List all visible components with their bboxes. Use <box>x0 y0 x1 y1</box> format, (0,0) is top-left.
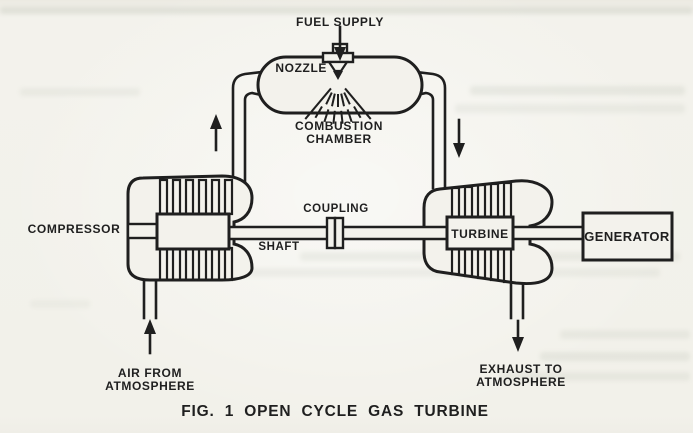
hot-gas-down-arrow <box>453 118 465 158</box>
air-intake-label-line2: ATMOSPHERE <box>105 379 195 393</box>
air-intake-pipe <box>142 279 158 320</box>
chamber-to-turbine-pipe <box>414 70 447 190</box>
combustion-chamber-label-line1: COMBUSTION <box>295 119 383 133</box>
exhaust-label-line2: ATMOSPHERE <box>476 375 566 389</box>
figure-caption: FIG. 1 OPEN CYCLE GAS TURBINE <box>181 403 488 420</box>
exhaust-down-arrow <box>512 319 524 352</box>
fuel-spray <box>304 87 372 124</box>
coupling <box>325 216 345 250</box>
generator-box <box>581 211 674 262</box>
compressor-to-chamber-pipe <box>231 70 264 189</box>
compressor-shaft-stub <box>126 222 159 240</box>
fuel-supply-arrow <box>334 25 346 61</box>
combustion-chamber-label-line2: CHAMBER <box>306 132 372 146</box>
shaft <box>227 225 585 241</box>
turbine-rotor <box>445 215 515 251</box>
air-intake-up-arrow <box>144 319 156 355</box>
shaft-label: SHAFT <box>258 241 299 253</box>
exhaust-label-line1: EXHAUST TO <box>479 362 562 376</box>
coupling-label: COUPLING <box>303 203 369 215</box>
nozzle-label: NOZZLE <box>275 61 327 75</box>
compressor-label: COMPRESSOR <box>28 222 121 236</box>
generator-label: GENERATOR <box>584 229 670 244</box>
turbine-label: TURBINE <box>451 227 509 241</box>
air-intake-label-line1: AIR FROM <box>118 366 182 380</box>
fuel-supply-label: FUEL SUPPLY <box>296 15 384 29</box>
exhaust-pipe <box>509 281 525 320</box>
compressed-air-up-arrow <box>210 114 222 152</box>
compressor-rotor <box>155 212 231 251</box>
